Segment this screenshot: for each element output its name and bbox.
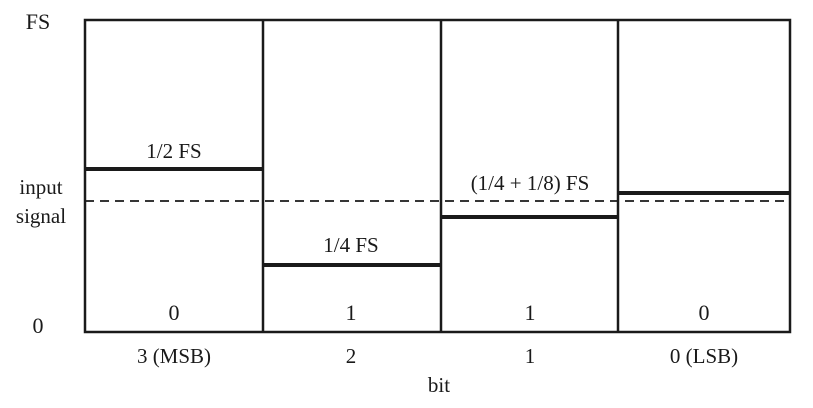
level-label-bit-3: 1/2 FS — [146, 139, 201, 163]
result-bit-3: 0 — [169, 300, 180, 325]
level-label-bit-1: (1/4 + 1/8) FS — [471, 171, 590, 195]
bit-label-2: 2 — [346, 344, 357, 368]
x-axis-title: bit — [428, 373, 450, 397]
bit-label-0: 0 (LSB) — [670, 344, 738, 368]
fs-label: FS — [26, 9, 50, 34]
bit-label-3: 3 (MSB) — [137, 344, 211, 368]
zero-label: 0 — [33, 313, 44, 338]
bit-label-1: 1 — [525, 344, 536, 368]
plot-frame — [83, 18, 792, 334]
result-bit-1: 1 — [525, 300, 536, 325]
result-bit-2: 1 — [346, 300, 357, 325]
input-label: input — [19, 175, 62, 199]
signal-label: signal — [16, 204, 66, 228]
level-label-bit-2: 1/4 FS — [323, 233, 378, 257]
result-bit-0: 0 — [699, 300, 710, 325]
